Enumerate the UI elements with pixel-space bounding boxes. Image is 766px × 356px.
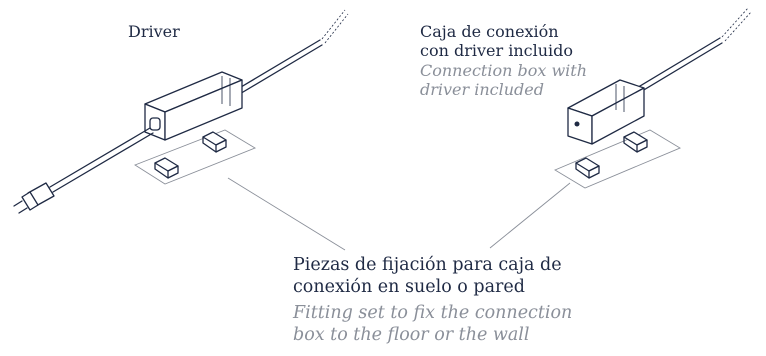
fitting-clip-left-1 xyxy=(202,131,227,153)
box-label-en-1: Connection box with xyxy=(420,61,588,80)
fitting-label-es-1: Piezas de fijación para caja de xyxy=(293,255,562,275)
driver-box xyxy=(144,71,243,141)
fitting-label-en-1: Fitting set to fix the connection xyxy=(293,303,573,323)
leader-line-left xyxy=(227,177,346,251)
fitting-area-right xyxy=(554,129,681,189)
leader-line-right xyxy=(489,182,571,249)
fitting-clip-right-1 xyxy=(623,131,648,153)
fitting-clip-left-2 xyxy=(154,157,179,179)
plug-icon xyxy=(13,182,55,214)
box-label-es-1: Caja de conexión xyxy=(420,22,559,41)
connection-box xyxy=(567,79,645,145)
box-label-en-2: driver included xyxy=(420,80,545,99)
box-label-es-2: con driver incluido xyxy=(420,41,574,60)
driver-label: Driver xyxy=(128,22,180,41)
fitting-label-en-2: box to the floor or the wall xyxy=(293,325,530,345)
box-cable-top xyxy=(629,37,721,93)
driver-drawing xyxy=(13,9,349,214)
driver-cable-top xyxy=(235,39,321,91)
fitting-clip-right-2 xyxy=(575,157,600,179)
connection-box-drawing xyxy=(554,7,752,189)
driver-cable-plug xyxy=(49,127,151,188)
fitting-label-es-2: conexión en suelo o pared xyxy=(293,277,525,297)
fitting-area-left xyxy=(134,129,257,185)
